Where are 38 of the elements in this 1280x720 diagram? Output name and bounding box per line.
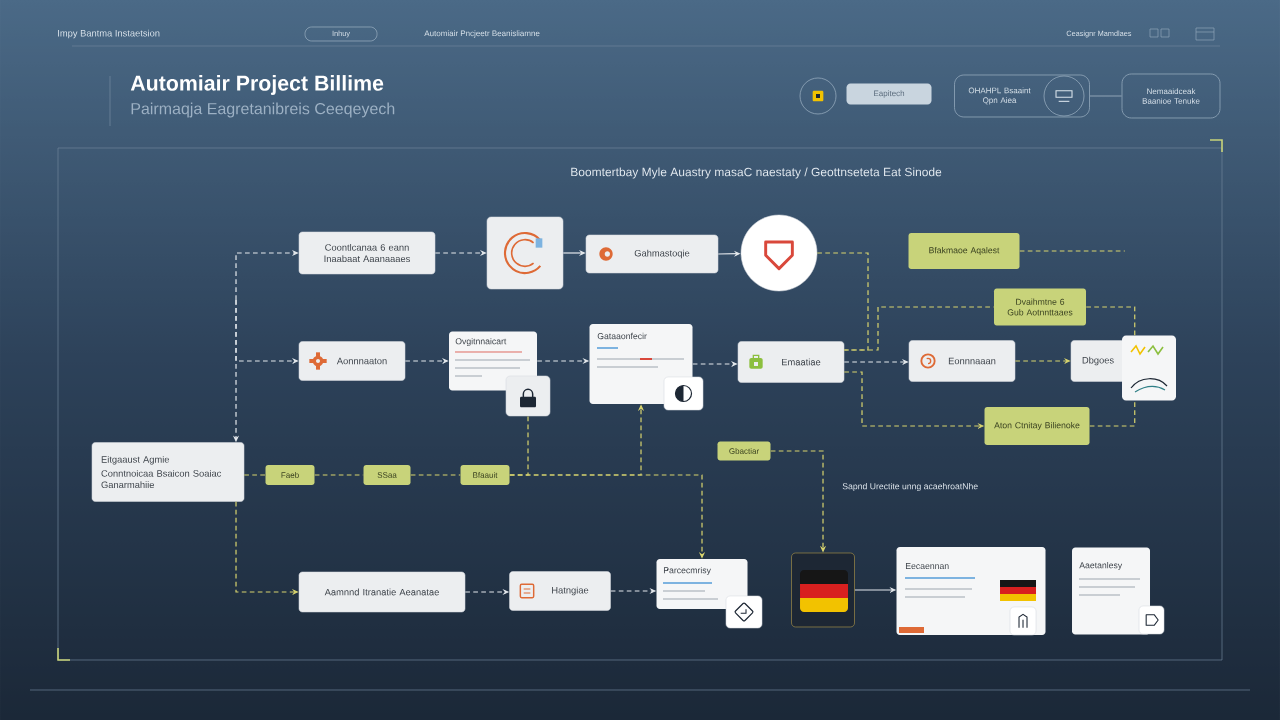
connector-line (410, 474, 461, 476)
icon-circle (740, 214, 818, 292)
header-text: Impy Bantma Instaetsion (58, 29, 160, 39)
connector-line (1085, 306, 1136, 336)
process-box: Hatngiae (509, 571, 611, 611)
process-box: Dbgoes (1070, 340, 1126, 382)
highlight-box: Faeb (265, 465, 315, 485)
highlight-box: Aton Ctnitay Bilienoke (984, 407, 1090, 445)
subtitle: Pairmaqja Eagretanibreis Ceeqeyech (131, 102, 395, 118)
highlight-box: Dvaihmtne 6 Gub Aotnnttaaes (994, 288, 1086, 326)
process-box: Emaatiae (737, 341, 845, 383)
connector-line (1019, 250, 1126, 252)
connector-line (1089, 400, 1136, 427)
info-box: OHAHPL Bsaaint Qpn Aiea (954, 74, 1090, 118)
process-box: Eitgaaust Agmie Conntnoicaa Bsaicon Soaiac Ganarmahiie (91, 442, 245, 502)
connector-line (843, 306, 995, 351)
info-box: Nemaaidceak Baanioe Tenuke (1121, 73, 1221, 119)
process-box: Aamnnd Itranatie Aeanatae (298, 571, 466, 613)
icon-tile (486, 216, 564, 290)
flag-picture (791, 552, 855, 628)
picture-card (1122, 335, 1176, 401)
button: Eapitech (846, 83, 932, 105)
heading-text: Boomtertbay Myle Auastry masaC naestaty / Geottnseteta Eat Sinode (571, 167, 942, 179)
connector-line (243, 474, 266, 476)
header-text: Automiair Pncjeetr Beanisliamne (424, 30, 540, 38)
process-box: Gahmastoqie (585, 234, 719, 274)
note-text: Sapnd Urectite unng acaehroatNhe (842, 482, 978, 492)
highlight-box: Bfakmaoe Aqalest (908, 233, 1020, 269)
title: Automiair Project Billime (130, 75, 384, 95)
process-box: Coontlcanaa 6 eann Inaabaat Aaanaaaes (298, 231, 436, 275)
highlight-box: Gbactiar (717, 441, 771, 461)
connector-line (816, 252, 869, 351)
process-box: Eonnnaaan (908, 340, 1016, 382)
connector-line (1089, 95, 1123, 97)
highlight-box: Bfaauit (460, 465, 510, 485)
highlight-box: SSaa (363, 465, 411, 485)
process-box: Aonnnaaton (298, 341, 406, 381)
document-card: Aaetanlesy (1072, 547, 1150, 635)
